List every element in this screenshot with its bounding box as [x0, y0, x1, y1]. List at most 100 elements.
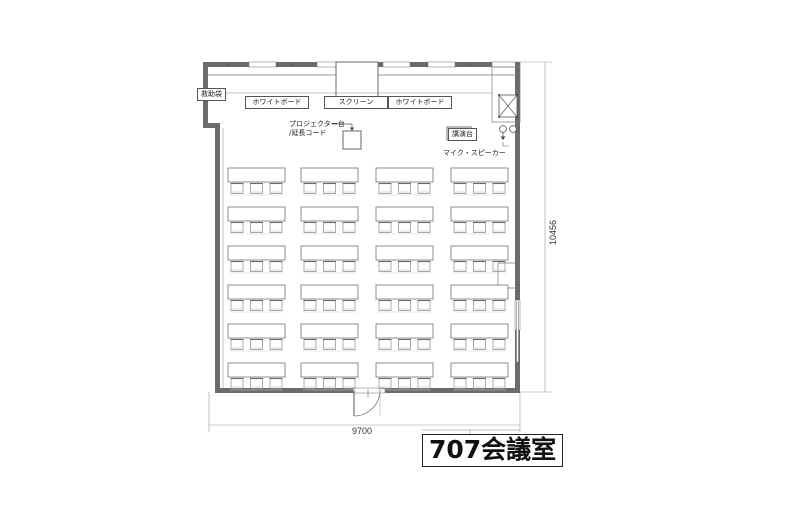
- chair: [492, 182, 506, 194]
- chair: [378, 377, 392, 389]
- chair: [378, 221, 392, 233]
- table: [300, 206, 359, 222]
- table: [227, 206, 286, 222]
- chair: [473, 299, 486, 311]
- seat-group: [450, 323, 509, 352]
- seat-group: [450, 284, 509, 313]
- table: [450, 362, 509, 378]
- table: [227, 362, 286, 378]
- table: [375, 323, 434, 339]
- chair: [303, 221, 317, 233]
- entrance-door: [353, 389, 381, 417]
- chair: [303, 299, 317, 311]
- table: [450, 245, 509, 261]
- chair: [303, 377, 317, 389]
- dimension-lines: [208, 61, 552, 432]
- table: [375, 167, 434, 183]
- seat-group: [450, 167, 509, 196]
- chair: [230, 221, 244, 233]
- mic-speaker-icon: [499, 125, 517, 140]
- chair: [303, 260, 317, 272]
- seat-group: [375, 323, 434, 352]
- chair: [473, 377, 486, 389]
- chair: [473, 260, 486, 272]
- label-extension-cord: /延長コード: [289, 129, 327, 137]
- chair: [342, 299, 356, 311]
- chair: [269, 260, 283, 272]
- chair: [269, 377, 283, 389]
- chair: [342, 182, 356, 194]
- chair: [398, 299, 411, 311]
- chair: [378, 260, 392, 272]
- table: [300, 362, 359, 378]
- chair: [492, 299, 506, 311]
- label-mic-speaker: マイク・スピーカー: [443, 149, 506, 157]
- table: [450, 323, 509, 339]
- chair: [269, 299, 283, 311]
- table: [227, 245, 286, 261]
- chair: [378, 182, 392, 194]
- seat-group: [450, 245, 509, 274]
- chair: [250, 182, 263, 194]
- chair: [342, 260, 356, 272]
- projector-alcove: [335, 61, 379, 103]
- chair: [342, 221, 356, 233]
- seat-group: [375, 167, 434, 196]
- seat-group: [450, 362, 509, 391]
- chair: [417, 299, 431, 311]
- table: [300, 167, 359, 183]
- equipment-cabinet-icon: [498, 94, 518, 118]
- chair: [250, 299, 263, 311]
- chair: [492, 260, 506, 272]
- chair: [453, 260, 467, 272]
- chair: [492, 338, 506, 350]
- seat-group: [300, 362, 359, 391]
- seat-group: [227, 167, 286, 196]
- chair: [323, 260, 336, 272]
- chair: [398, 182, 411, 194]
- chair: [453, 221, 467, 233]
- chair: [378, 299, 392, 311]
- chair: [303, 338, 317, 350]
- seat-group: [375, 284, 434, 313]
- projector-stand-symbol: [332, 123, 362, 150]
- seat-group: [300, 206, 359, 235]
- chair: [453, 377, 467, 389]
- chair: [250, 377, 263, 389]
- chair: [398, 377, 411, 389]
- dimension-height: 10456: [548, 219, 558, 245]
- seat-group: [300, 284, 359, 313]
- chair: [323, 182, 336, 194]
- chair: [323, 338, 336, 350]
- seat-group: [300, 323, 359, 352]
- chair: [417, 338, 431, 350]
- label-rescue-bag: 救助袋: [197, 88, 226, 101]
- chair: [230, 260, 244, 272]
- chair: [269, 221, 283, 233]
- chair: [417, 260, 431, 272]
- chair: [473, 338, 486, 350]
- chair: [269, 338, 283, 350]
- seat-group: [227, 206, 286, 235]
- chair: [230, 377, 244, 389]
- table: [375, 206, 434, 222]
- chair: [303, 182, 317, 194]
- dimension-width: 9700: [352, 426, 373, 436]
- chair: [398, 221, 411, 233]
- chair: [492, 221, 506, 233]
- chair: [453, 182, 467, 194]
- chair: [453, 299, 467, 311]
- table: [300, 323, 359, 339]
- seat-group: [227, 284, 286, 313]
- table: [300, 284, 359, 300]
- chair: [342, 377, 356, 389]
- seat-group: [375, 362, 434, 391]
- seat-group: [227, 323, 286, 352]
- chair: [398, 260, 411, 272]
- table: [450, 167, 509, 183]
- table: [227, 323, 286, 339]
- chair: [342, 338, 356, 350]
- table: [227, 284, 286, 300]
- seat-group: [227, 245, 286, 274]
